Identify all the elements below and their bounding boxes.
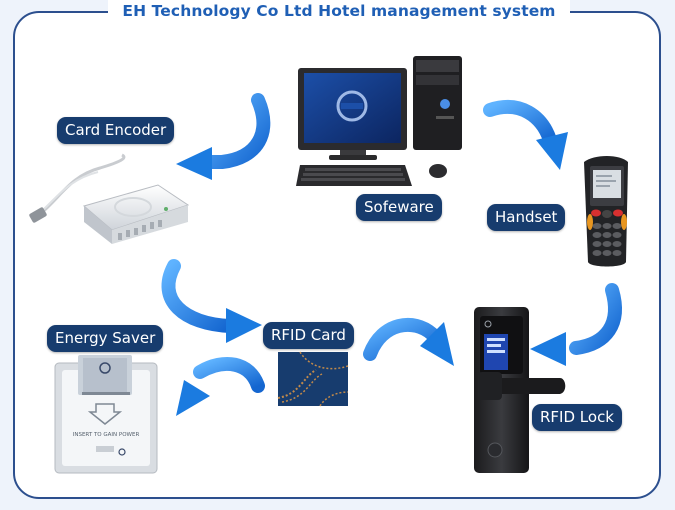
arrow-handset-to-lock [530, 283, 622, 366]
label-rfid-lock: RFID Lock [532, 404, 622, 431]
label-energy-saver: Energy Saver [47, 325, 164, 352]
arrow-software-to-encoder [176, 93, 271, 180]
label-card-encoder: Card Encoder [57, 117, 175, 144]
label-rfid-card: RFID Card [263, 322, 354, 349]
label-software: Sofeware [356, 194, 442, 221]
arrow-software-to-handset [483, 99, 568, 170]
title-bar: EH Technology Co Ltd Hotel management sy… [108, 0, 570, 22]
energy-saver-insert-text: INSERT TO GAIN POWER [73, 432, 140, 438]
arrow-card-to-lock [363, 317, 454, 366]
arrow-card-to-energy-saver [176, 357, 265, 416]
arrow-encoder-to-card [161, 259, 262, 343]
card-encoder-icon [29, 153, 190, 244]
page-title: EH Technology Co Ltd Hotel management sy… [122, 2, 556, 20]
computer-icon [296, 56, 462, 186]
rfid-card-icon [277, 351, 349, 407]
energy-saver-icon: INSERT TO GAIN POWER [54, 355, 158, 474]
label-handset: Handset [487, 204, 566, 231]
handset-icon [584, 156, 628, 267]
rfid-lock-icon [474, 307, 566, 473]
